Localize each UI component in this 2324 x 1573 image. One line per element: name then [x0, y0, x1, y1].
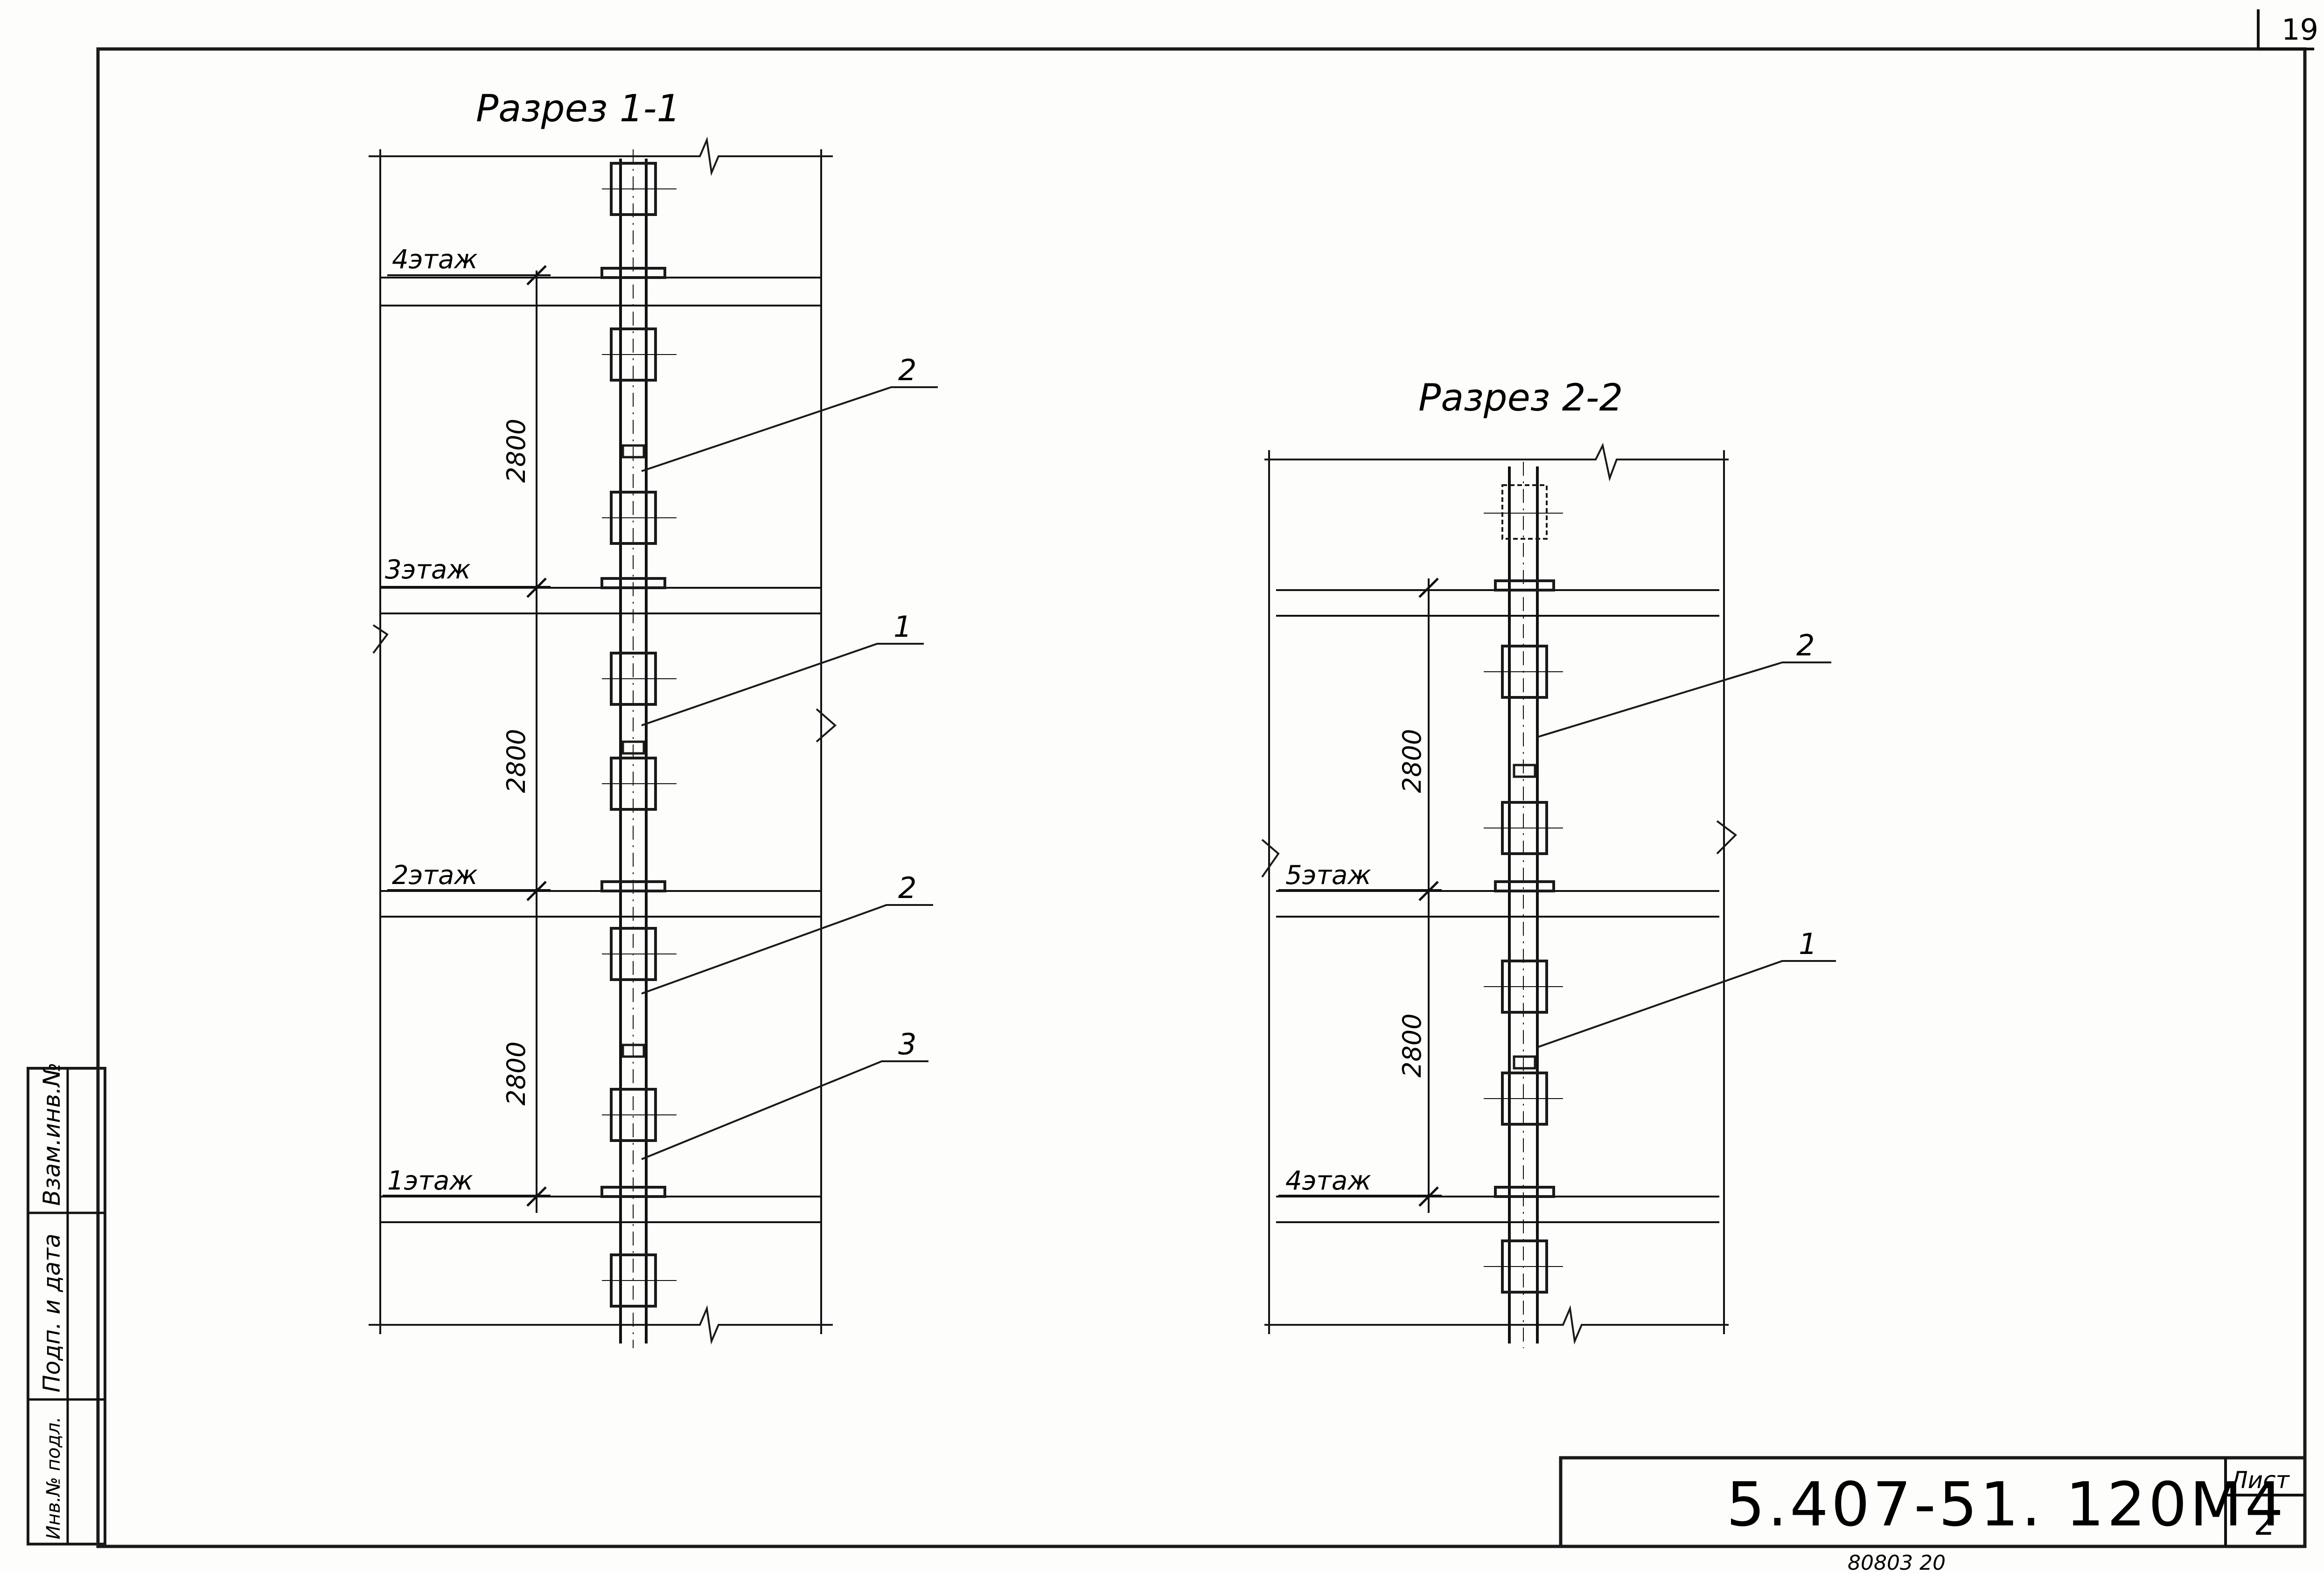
dimension-2: 2800 [502, 729, 531, 793]
callout-2-upper: 2 [641, 353, 938, 472]
side-stamp: Взам.инв.№ Подп. и дата Инв.№ подл. [27, 1062, 106, 1545]
dimension-2b: 2800 [1397, 1014, 1427, 1078]
bottom-note: 80803 20 [1848, 1551, 1946, 1573]
dimension-3: 2800 [502, 1042, 531, 1106]
callout-2-lower: 2 [641, 871, 933, 995]
slab-2 [380, 890, 821, 918]
floor-label-2: 2этаж [392, 860, 478, 891]
sheet-label: Лист [2229, 1467, 2290, 1494]
stamp-signature-date: Подп. и дата [38, 1233, 65, 1392]
svg-text:2: 2 [898, 353, 916, 387]
floor-label-4: 4этаж [392, 244, 478, 275]
section-1-1: Разрез 1-1 4этаж 3этаж 2 [369, 87, 938, 1348]
floor-label-5: 5этаж [1285, 860, 1371, 891]
callout-1: 1 [641, 610, 924, 726]
floor-label-1: 1этаж [387, 1166, 473, 1196]
svg-text:1: 1 [1799, 927, 1817, 961]
slab-5 [1276, 589, 1719, 1223]
stamp-original-inventory: Инв.№ подл. [43, 1417, 64, 1539]
section-2-title: Разрез 2-2 [1418, 376, 1623, 419]
svg-text:1: 1 [893, 610, 912, 644]
svg-text:2: 2 [898, 871, 916, 905]
slab-4 [380, 277, 821, 306]
document-code: 5.407-51. 120М4 [1726, 1469, 2286, 1540]
stamp-replacement-inventory: Взам.инв.№ [38, 1062, 65, 1206]
slab-3 [380, 587, 821, 614]
dimension-2a: 2800 [1397, 729, 1427, 793]
section-1-title: Разрез 1-1 [476, 87, 680, 130]
svg-text:3: 3 [898, 1027, 916, 1061]
title-block: 5.407-51. 120М4 Лист 2 80803 20 [1559, 1456, 2307, 1573]
svg-text:2: 2 [1796, 628, 1815, 662]
slab-1 [380, 1196, 821, 1223]
sheet-number: 2 [2254, 1504, 2275, 1543]
sheet-corner-number: 19 [2282, 13, 2318, 47]
floor-label-3: 3этаж [385, 555, 471, 585]
section-2-2: Разрез 2-2 5этаж 4этаж 2800 2800 [1261, 376, 1836, 1348]
drawing-frame [96, 9, 2314, 1548]
callout-3: 3 [641, 1027, 928, 1160]
riser-pipe-2 [1484, 462, 1563, 1348]
dimension-1: 2800 [502, 419, 531, 483]
callout-1b: 1 [1537, 927, 1836, 1048]
floor-label-4b: 4этаж [1285, 1166, 1371, 1196]
callout-2b: 2 [1537, 628, 1831, 738]
riser-pipe-1 [600, 149, 677, 1348]
